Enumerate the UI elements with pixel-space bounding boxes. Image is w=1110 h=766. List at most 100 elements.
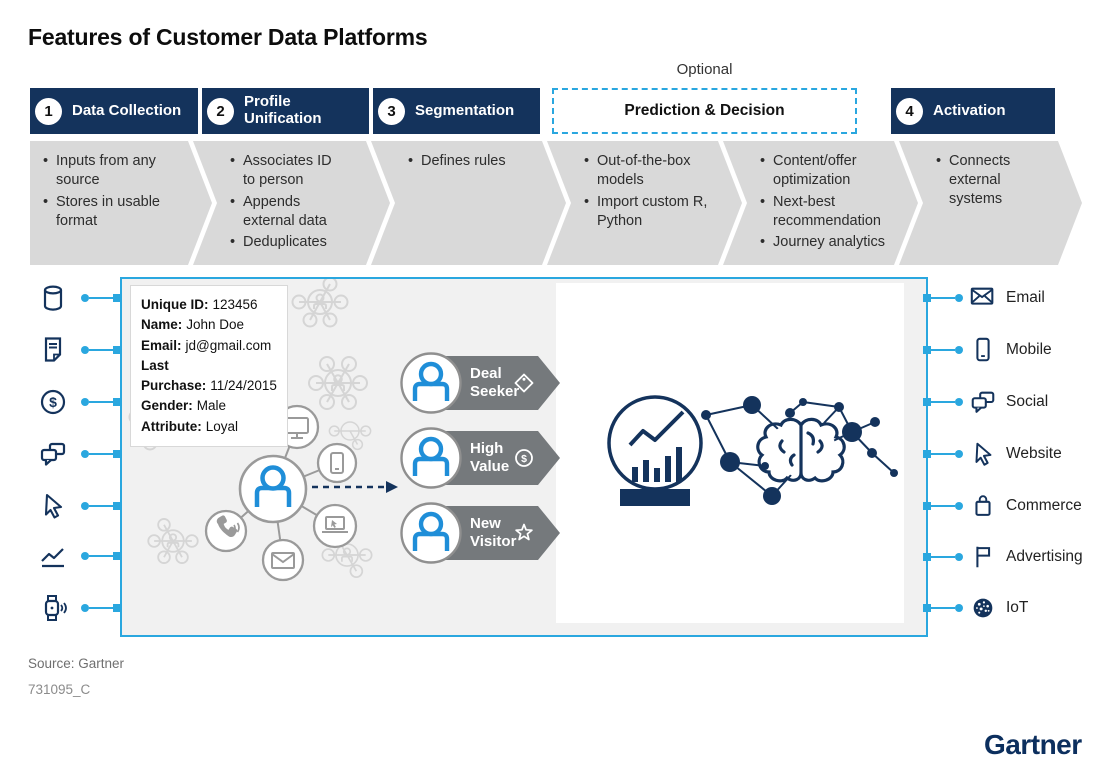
bullet: Appends external data bbox=[230, 193, 347, 231]
segmentation-arrow bbox=[312, 481, 398, 493]
stage-label: Data Collection bbox=[72, 101, 182, 119]
chevron-segmentation: Defines rules bbox=[371, 141, 566, 265]
connector-dot bbox=[81, 502, 89, 510]
connector-dot bbox=[81, 450, 89, 458]
person-icon bbox=[400, 502, 462, 564]
dollar-badge-icon: $ bbox=[513, 447, 535, 469]
stage-label: Prediction & Decision bbox=[624, 102, 785, 119]
connector-dot bbox=[955, 502, 963, 510]
bullet: Deduplicates bbox=[230, 233, 347, 252]
stage-number: 3 bbox=[378, 97, 405, 125]
field-value: 11/24/2015 bbox=[210, 378, 277, 393]
channel-row-mobile: Mobile bbox=[923, 334, 1052, 366]
person-icon bbox=[400, 427, 462, 489]
connector-line bbox=[89, 400, 113, 404]
predictive-chart-icon bbox=[607, 395, 703, 506]
website-cursor-icon bbox=[975, 442, 992, 466]
segment-label: Deal Seeker bbox=[470, 365, 520, 400]
bullet: Content/offer optimization bbox=[760, 152, 925, 190]
channel-row-iot: IoT bbox=[923, 592, 1028, 624]
connector-line bbox=[931, 348, 955, 352]
mobile-icon bbox=[976, 337, 990, 362]
optional-label: Optional bbox=[676, 61, 733, 78]
bullet-list: Content/offer optimization Next-best rec… bbox=[760, 152, 918, 252]
connector-line bbox=[931, 606, 955, 610]
bullet: Import custom R, Python bbox=[584, 193, 709, 231]
segment-persona-new-visitor bbox=[400, 502, 462, 564]
phone-call-icon bbox=[216, 515, 240, 538]
field-value: Male bbox=[196, 398, 227, 414]
source-row-web bbox=[38, 490, 121, 522]
stage-number: 4 bbox=[896, 97, 923, 125]
field-label: Attribute: bbox=[141, 418, 202, 434]
connector-dot bbox=[81, 398, 89, 406]
segment-persona-high-value bbox=[400, 427, 462, 489]
star-icon bbox=[513, 522, 535, 544]
connector-square bbox=[113, 398, 121, 406]
bullet-list: Associates ID to person Appends external… bbox=[230, 152, 390, 252]
ai-brain-network-icon bbox=[701, 396, 898, 505]
connector-line bbox=[931, 400, 955, 404]
dollar-icon: $ bbox=[40, 389, 66, 415]
chevron-profile-unification: Associates ID to person Appends external… bbox=[193, 141, 390, 265]
connector-line bbox=[89, 452, 113, 456]
connector-square bbox=[923, 553, 931, 561]
connector-dot bbox=[955, 553, 963, 561]
connector-line bbox=[89, 554, 113, 558]
smartphone-icon bbox=[330, 452, 344, 474]
channel-row-email: Email bbox=[923, 282, 1045, 314]
field-value: 123456 bbox=[212, 297, 258, 312]
field-value: Loyal bbox=[205, 418, 239, 434]
connector-line bbox=[931, 452, 955, 456]
source-attribution: Source: Gartner bbox=[28, 656, 125, 671]
connector-dot bbox=[955, 346, 963, 354]
stage-label: Profile Unification bbox=[244, 93, 322, 127]
profile-card: Unique ID:123456 Name:John Doe Email:jd@… bbox=[130, 285, 288, 447]
connector-line bbox=[931, 555, 955, 559]
field-value: jd@gmail.com bbox=[185, 337, 272, 353]
profile-field: Email:jd@gmail.com bbox=[141, 336, 277, 356]
stage-label: Segmentation bbox=[415, 101, 515, 119]
stage-number: 1 bbox=[35, 97, 62, 125]
field-label: Gender: bbox=[141, 398, 193, 414]
cdp-diagram-box: Unique ID:123456 Name:John Doe Email:jd@… bbox=[120, 277, 928, 637]
channel-row-advertising: Advertising bbox=[923, 541, 1083, 573]
bullet-list: Out-of-the-box models Import custom R, P… bbox=[584, 152, 742, 230]
line-chart-icon bbox=[41, 548, 64, 568]
connector-square bbox=[923, 294, 931, 302]
source-row-chat bbox=[38, 438, 121, 470]
connector-square bbox=[113, 294, 121, 302]
connector-square bbox=[923, 604, 931, 612]
smartwatch-icon bbox=[44, 595, 67, 621]
segment-label: High Value bbox=[470, 440, 510, 475]
source-row-database bbox=[38, 282, 121, 314]
segment-persona-deal-seeker bbox=[400, 352, 462, 414]
bullet: Associates ID to person bbox=[230, 152, 347, 190]
source-row-transactions: $ bbox=[38, 386, 121, 418]
connector-dot bbox=[955, 398, 963, 406]
document-icon bbox=[44, 337, 62, 362]
connector-dot bbox=[81, 346, 89, 354]
stage-header-prediction-decision: Prediction & Decision bbox=[552, 88, 857, 134]
profile-field: Unique ID:123456 bbox=[141, 295, 277, 315]
channel-label: Advertising bbox=[1006, 548, 1083, 565]
connector-dot bbox=[81, 604, 89, 612]
bullet: Stores in usable format bbox=[43, 193, 191, 231]
chevron-decision-optimization: Content/offer optimization Next-best rec… bbox=[723, 141, 918, 265]
stage-number: 2 bbox=[207, 97, 234, 125]
field-label: Last Purchase: bbox=[141, 357, 207, 393]
person-icon bbox=[254, 465, 292, 507]
connector-square bbox=[113, 604, 121, 612]
connector-line bbox=[931, 296, 955, 300]
connector-dot bbox=[955, 604, 963, 612]
connector-square bbox=[113, 552, 121, 560]
price-tag-icon bbox=[513, 372, 535, 394]
profile-field: Last Purchase:11/24/2015 bbox=[141, 356, 277, 397]
connector-line bbox=[89, 348, 113, 352]
connector-line bbox=[89, 296, 113, 300]
connector-square bbox=[923, 398, 931, 406]
prediction-panel bbox=[556, 283, 904, 623]
connector-line bbox=[931, 504, 955, 508]
connector-square bbox=[113, 502, 121, 510]
